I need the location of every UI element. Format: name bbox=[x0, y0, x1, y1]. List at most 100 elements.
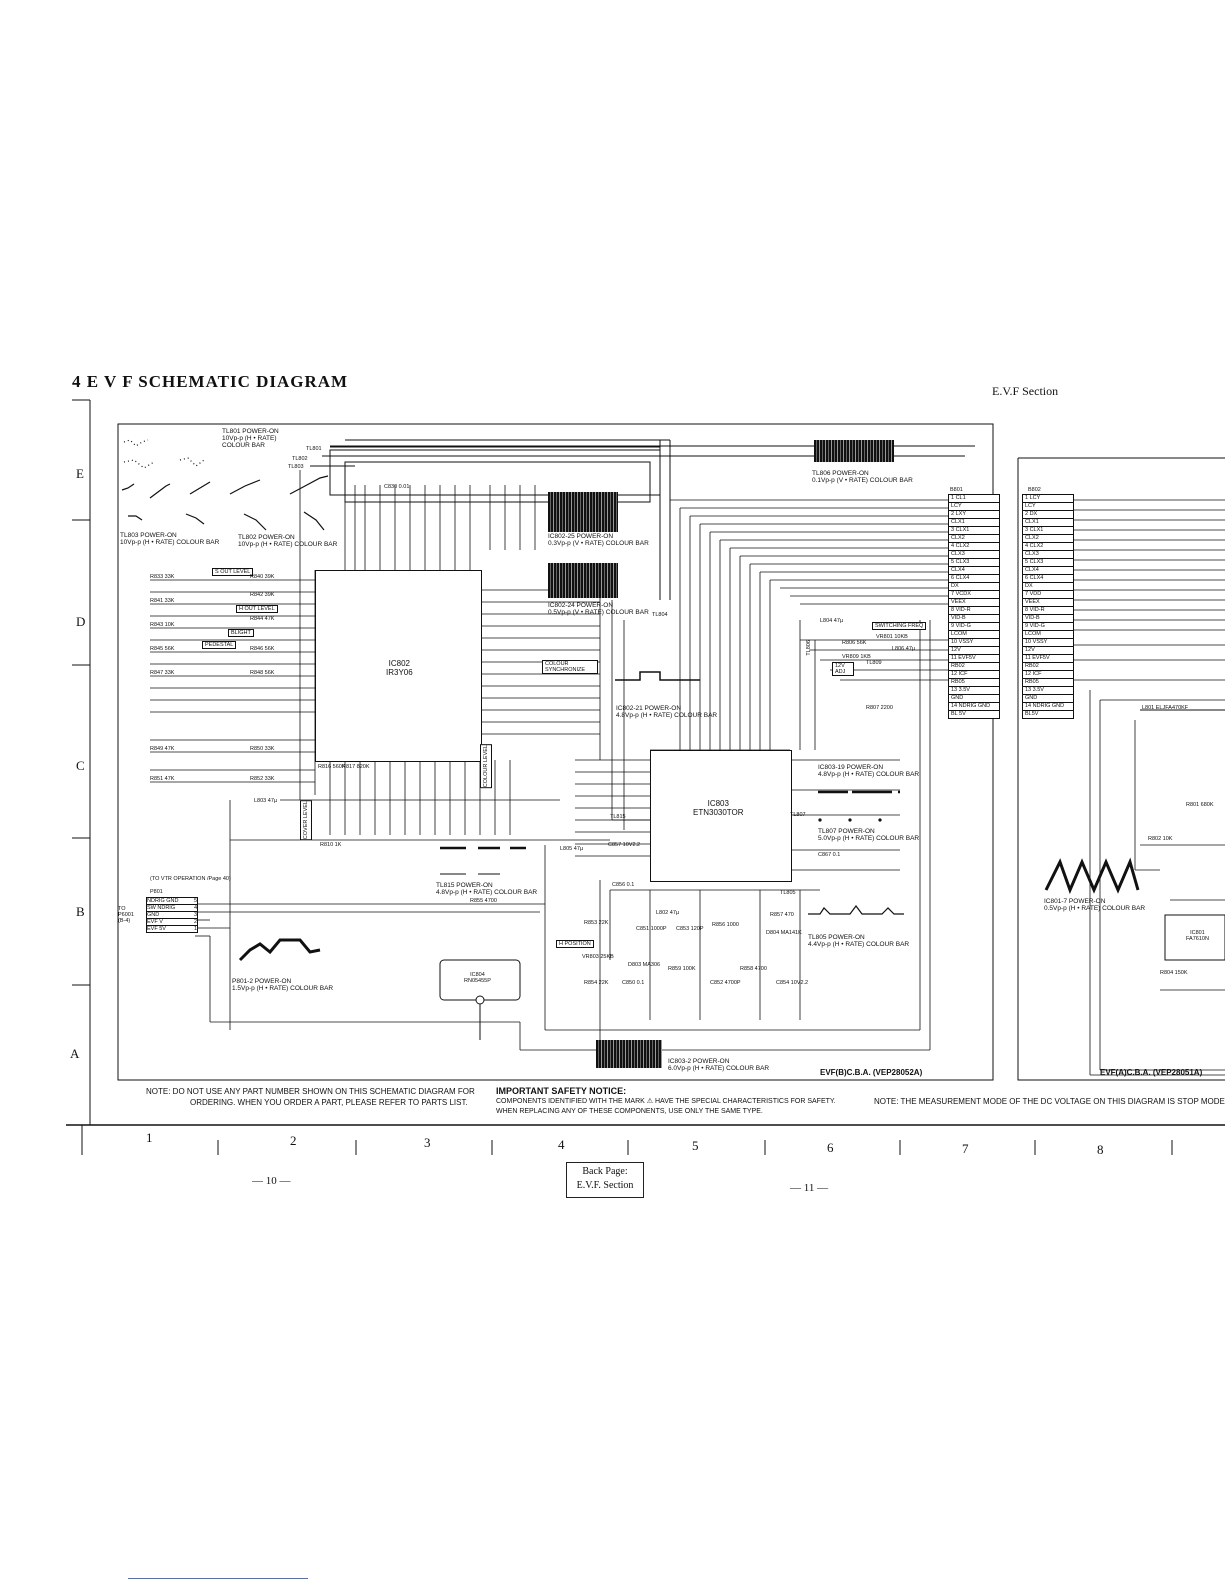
b801-pin: 11 EVF5V bbox=[949, 655, 999, 663]
col-label-5: 5 bbox=[692, 1138, 699, 1153]
resistor-r846: R846 56K bbox=[250, 646, 275, 652]
b802-pin: 7 VDD bbox=[1023, 591, 1073, 599]
b801-pin: 12V bbox=[949, 647, 999, 655]
resistor-r833: R833 33K bbox=[150, 574, 175, 580]
colour-synchronize-adjust: COLOUR SYNCHRONIZE bbox=[542, 660, 598, 674]
resistor-r807: R807 2200 bbox=[866, 705, 893, 711]
col-label-4: 4 bbox=[558, 1137, 565, 1152]
b801-pin: CLX1 bbox=[949, 519, 999, 527]
row-label-d: D bbox=[76, 614, 86, 629]
b801-pin: CLX4 bbox=[949, 567, 999, 575]
waveform-block-ic802-24 bbox=[548, 563, 618, 598]
capacitor-c852: C852 4700P bbox=[710, 980, 741, 986]
test-point-tl807: TL807 bbox=[790, 812, 806, 818]
s-out-level-adjust: S OUT LEVEL bbox=[212, 568, 254, 576]
inductor-l801: L801 ELJFA470KF bbox=[1142, 705, 1189, 711]
safety-notice: IMPORTANT SAFETY NOTICE: COMPONENTS IDEN… bbox=[496, 1086, 836, 1115]
inductor-l805: L805 47µ bbox=[560, 846, 584, 852]
variable-resistor-vr809: VR809 1KB bbox=[842, 654, 871, 660]
b802-pin: DX bbox=[1023, 583, 1073, 591]
b802-pin: 12V bbox=[1023, 647, 1073, 655]
resistor-r845: R845 56K bbox=[150, 646, 175, 652]
b801-pin: VID-B bbox=[949, 615, 999, 623]
cover-level-adjust: COVER LEVEL bbox=[300, 800, 312, 841]
capacitor-c830: C830 0.01 bbox=[384, 484, 410, 490]
b801-pin: 4 CLX2 bbox=[949, 543, 999, 551]
board-label-a: EVF(A)C.B.A. (VEP28051A) bbox=[1100, 1068, 1203, 1077]
b802-pin: 5 CLX3 bbox=[1023, 559, 1073, 567]
b802-pin: 2 DX bbox=[1023, 511, 1073, 519]
test-point-tl805: TL805 bbox=[780, 890, 796, 896]
b802-pin: 6 CLX4 bbox=[1023, 575, 1073, 583]
b801-pin: 13 3.5V bbox=[949, 687, 999, 695]
diode-d804: D804 MA141K bbox=[766, 930, 802, 936]
b801-pin: RB05 bbox=[949, 679, 999, 687]
back-page-link[interactable]: Back Page: E.V.F. Section bbox=[566, 1162, 644, 1198]
b801-ref: B801 bbox=[950, 487, 963, 493]
hyperlink-underline[interactable] bbox=[128, 1578, 308, 1579]
waveform-block-ic803-2 bbox=[596, 1040, 662, 1068]
b802-pin: 4 CLX2 bbox=[1023, 543, 1073, 551]
pedestal-adjust: PEDESTAL bbox=[202, 641, 237, 649]
b801-pin: LCY bbox=[949, 503, 999, 511]
resistor-r852: R852 33K bbox=[250, 776, 275, 782]
b802-pin: GND bbox=[1023, 695, 1073, 703]
test-point-tl801: TL801 bbox=[306, 446, 322, 452]
b802-pin: RB02 bbox=[1023, 663, 1073, 671]
resistor-r841: R841 33K bbox=[150, 598, 175, 604]
test-point-tl802: TL802 bbox=[292, 456, 308, 462]
page-number-left: — 10 — bbox=[252, 1175, 291, 1187]
variable-resistor-vr801: VR801 10KB bbox=[876, 634, 908, 640]
test-point-tl804: TL804 bbox=[652, 612, 668, 618]
resistor-r804: R804 150K bbox=[1160, 970, 1188, 976]
col-label-7: 7 bbox=[962, 1141, 969, 1156]
h-position-adjust: H POSITION bbox=[556, 940, 594, 948]
b801-pin: 7 VCDX bbox=[949, 591, 999, 599]
page-title: 4 E V F SCHEMATIC DIAGRAM bbox=[72, 372, 349, 391]
b801-pin: 9 VID-G bbox=[949, 623, 999, 631]
row-label-e: E bbox=[76, 466, 84, 481]
resistor-r853: R853 22K bbox=[584, 920, 609, 926]
p801-destination: TO P6001 (B-4) bbox=[118, 906, 134, 924]
b802-pin: VEEX bbox=[1023, 599, 1073, 607]
col-label-2: 2 bbox=[290, 1133, 297, 1148]
resistor-r802: R802 10K bbox=[1148, 836, 1173, 842]
resistor-r806: R806 56K bbox=[842, 640, 867, 646]
resistor-r816: R816 560K bbox=[318, 764, 346, 770]
switching-freq-adjust: SWITCHING FREQ bbox=[872, 622, 927, 630]
waveform-block-ic802-25 bbox=[548, 492, 618, 532]
col-label-6: 6 bbox=[827, 1140, 834, 1155]
variable-resistor-vr803: VR803 25KB bbox=[582, 954, 614, 960]
b802-pin: 10 VSSY bbox=[1023, 639, 1073, 647]
section-label: E.V.F Section bbox=[992, 384, 1059, 398]
colour-level-adjust: COLOUR LEVEL bbox=[480, 744, 492, 789]
test-point-tl815: TL815 bbox=[610, 814, 626, 820]
resistor-r854: R854 22K bbox=[584, 980, 609, 986]
resistor-r859: R859 100K bbox=[668, 966, 696, 972]
b801-pin: 14 NDRIG GND bbox=[949, 703, 999, 711]
inductor-l803: L803 47µ bbox=[254, 798, 278, 804]
test-point-tl803: TL803 bbox=[288, 464, 304, 470]
b802-pin: 13 3.5V bbox=[1023, 687, 1073, 695]
resistor-r850: R850 33K bbox=[250, 746, 275, 752]
resistor-r855: R855 4700 bbox=[470, 898, 497, 904]
b801-pin: LCOM bbox=[949, 631, 999, 639]
p801-ref: P801 bbox=[150, 889, 163, 895]
b801-pin: CLX2 bbox=[949, 535, 999, 543]
resistor-r817: R817 820K bbox=[342, 764, 370, 770]
